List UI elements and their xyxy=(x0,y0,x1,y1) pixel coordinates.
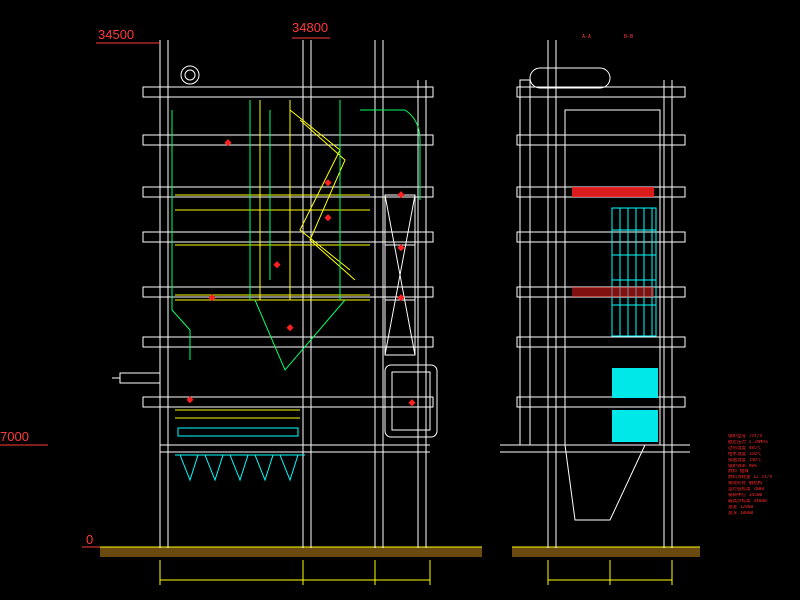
note-line: 额定压力 5.29MPa xyxy=(728,439,768,445)
section-tag-a: A-A xyxy=(582,34,592,40)
platforms-right xyxy=(500,86,690,453)
main-columns-left xyxy=(159,40,427,548)
ground-strip-right xyxy=(512,547,700,557)
note-line: 排烟温度 140℃ xyxy=(728,457,762,463)
note-line: 燃料 烟煤 xyxy=(728,469,749,475)
note-line: 总深 18000 xyxy=(728,510,754,516)
pipework-left xyxy=(175,100,370,419)
elevation-leaders xyxy=(0,37,330,548)
ash-hoppers xyxy=(175,427,305,482)
side-section xyxy=(500,40,700,585)
economizer-block xyxy=(612,368,658,398)
dimension-line-right xyxy=(547,560,673,585)
note-line: 给水温度 150℃ xyxy=(728,451,762,457)
elevation-label-34500: 34500 xyxy=(98,27,135,42)
elevation-label-34800: 34800 xyxy=(292,20,329,35)
note-line: 最高点标高 34800 xyxy=(728,498,767,504)
section-tag-b: B-B xyxy=(624,34,634,40)
furnace-walls xyxy=(171,100,421,371)
note-line: 锅筒中心 34500 xyxy=(728,493,763,499)
elevation-label-0: 0 xyxy=(86,532,94,547)
platforms-left xyxy=(142,86,434,453)
burner-left xyxy=(112,372,161,384)
dimension-line-left xyxy=(159,560,431,585)
note-line: 过热温度 485℃ xyxy=(728,445,762,451)
red-markers-left xyxy=(186,139,416,407)
red-markers-right xyxy=(572,187,654,297)
steam-drum xyxy=(180,65,200,85)
note-line: 燃料消耗量 12.5t/h xyxy=(728,475,773,481)
furnace-section xyxy=(529,67,661,521)
note-line: 锅炉效率 90% xyxy=(728,463,757,469)
left-elevation xyxy=(0,37,482,585)
note-line: 总宽 12000 xyxy=(728,504,754,510)
elevation-label-7000: 7000 xyxy=(0,429,29,444)
note-line: 运行层标高 7000 xyxy=(728,487,765,493)
preheater-block xyxy=(612,410,658,442)
note-line: 锅炉型号 75t/h xyxy=(728,434,763,439)
technical-notes: 锅炉型号 75t/h 额定压力 5.29MPa 过热温度 485℃ 给水温度 1… xyxy=(728,434,800,517)
ground-strip-left xyxy=(100,547,482,557)
note-line: 钢架形式 钢结构 xyxy=(728,481,763,487)
tube-banks xyxy=(611,207,657,337)
